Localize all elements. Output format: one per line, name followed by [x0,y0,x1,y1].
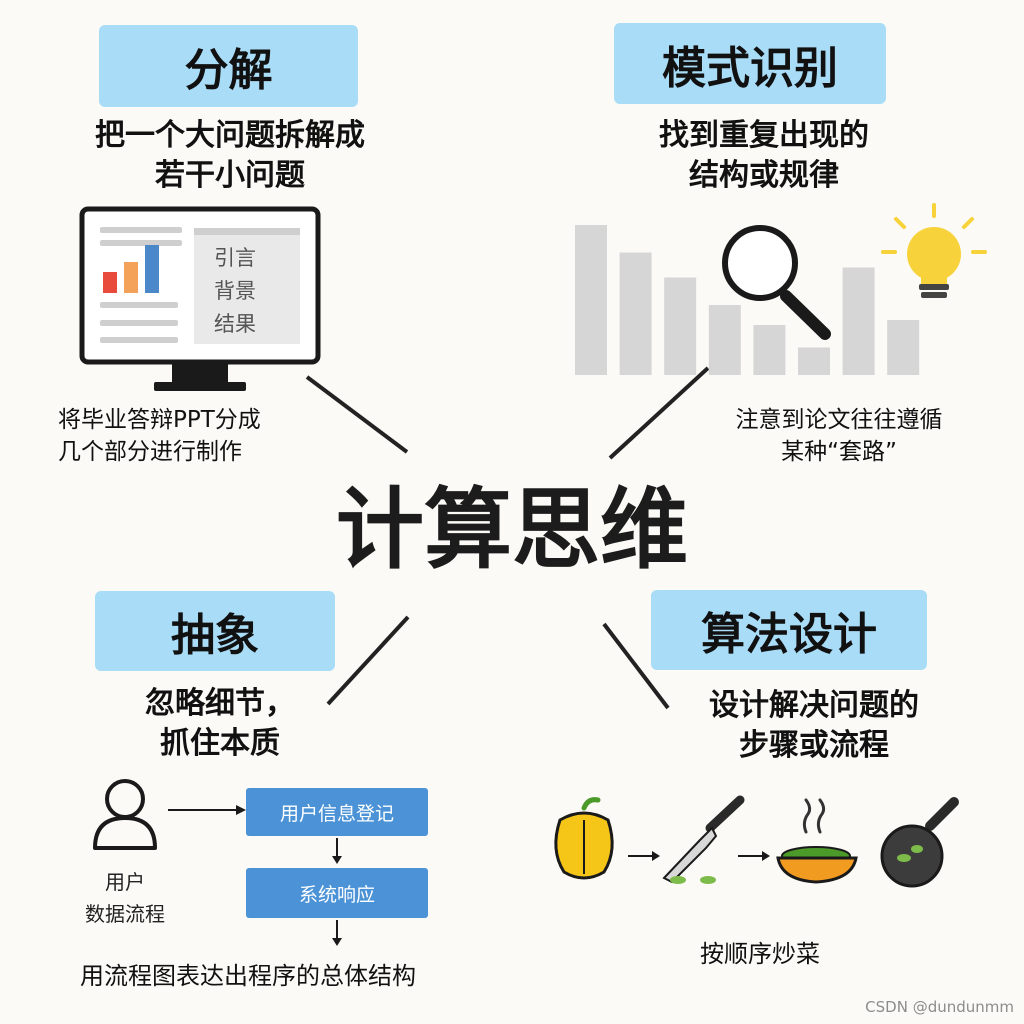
pattern-description: 找到重复出现的 结构或规律 [574,116,954,196]
pattern-bar [887,320,920,375]
algorithm-example: 按顺序炒菜 [700,940,820,968]
algorithm-description: 设计解决问题的 步骤或流程 [624,686,1004,766]
abstraction-description: 忽略细节， 抓住本质 [30,684,410,764]
screen-line-2: 背景 [214,279,256,303]
screen-line-1: 引言 [214,246,256,270]
user-label-line1: 用户 [105,870,145,894]
abstraction-label: 抽象 [95,591,335,671]
pattern-desc-line2: 结构或规律 [689,158,839,193]
screen-line-3: 结果 [214,312,256,336]
decomposition-label: 分解 [99,25,358,107]
connector-top-left [305,375,409,454]
center-title: 计算思维 [335,478,688,581]
pattern-bar [708,305,741,375]
watermark: CSDN @dundunmm [865,998,1014,1016]
pattern-bar [753,325,786,375]
connector-bottom-left [326,615,410,706]
decomposition-example-line2: 几个部分进行制作 [58,439,242,465]
connector-bottom-right [602,622,670,710]
algorithm-design-label: 算法设计 [651,590,927,670]
pattern-bar [664,277,697,375]
abstraction-desc-line1: 忽略细节， [145,686,295,721]
decomposition-example-line1: 将毕业答辩PPT分成 [58,407,261,433]
abstraction-user-label: 用户 数据流程 [70,866,180,930]
connector-top-right [608,366,710,460]
user-label-line2: 数据流程 [85,902,165,926]
decomposition-desc-line1: 把一个大问题拆解成 [95,118,365,153]
decomposition-desc-line2: 若干小问题 [155,158,305,193]
decomposition-example: 将毕业答辩PPT分成 几个部分进行制作 [58,404,261,468]
pattern-example-line1: 注意到论文往往遵循 [735,407,943,433]
pattern-bar [619,252,652,375]
flow-step-2: 系统响应 [246,868,428,918]
pattern-recognition-label: 模式识别 [614,23,886,104]
screen-text: 引言 背景 结果 [214,242,256,341]
algorithm-desc-line1: 设计解决问题的 [709,688,919,723]
pattern-bar [798,347,830,375]
abstraction-desc-line2: 抓住本质 [160,726,280,761]
decomposition-description: 把一个大问题拆解成 若干小问题 [40,116,420,196]
algorithm-desc-line2: 步骤或流程 [739,728,889,763]
pattern-example: 注意到论文往往遵循 某种“套路” [694,404,984,468]
flow-step-1: 用户信息登记 [246,788,428,836]
pattern-desc-line1: 找到重复出现的 [659,118,869,153]
abstraction-example: 用流程图表达出程序的总体结构 [80,962,416,990]
pattern-example-line2: 某种“套路” [781,439,897,465]
pattern-bar [575,225,607,375]
pattern-bar [842,267,875,375]
